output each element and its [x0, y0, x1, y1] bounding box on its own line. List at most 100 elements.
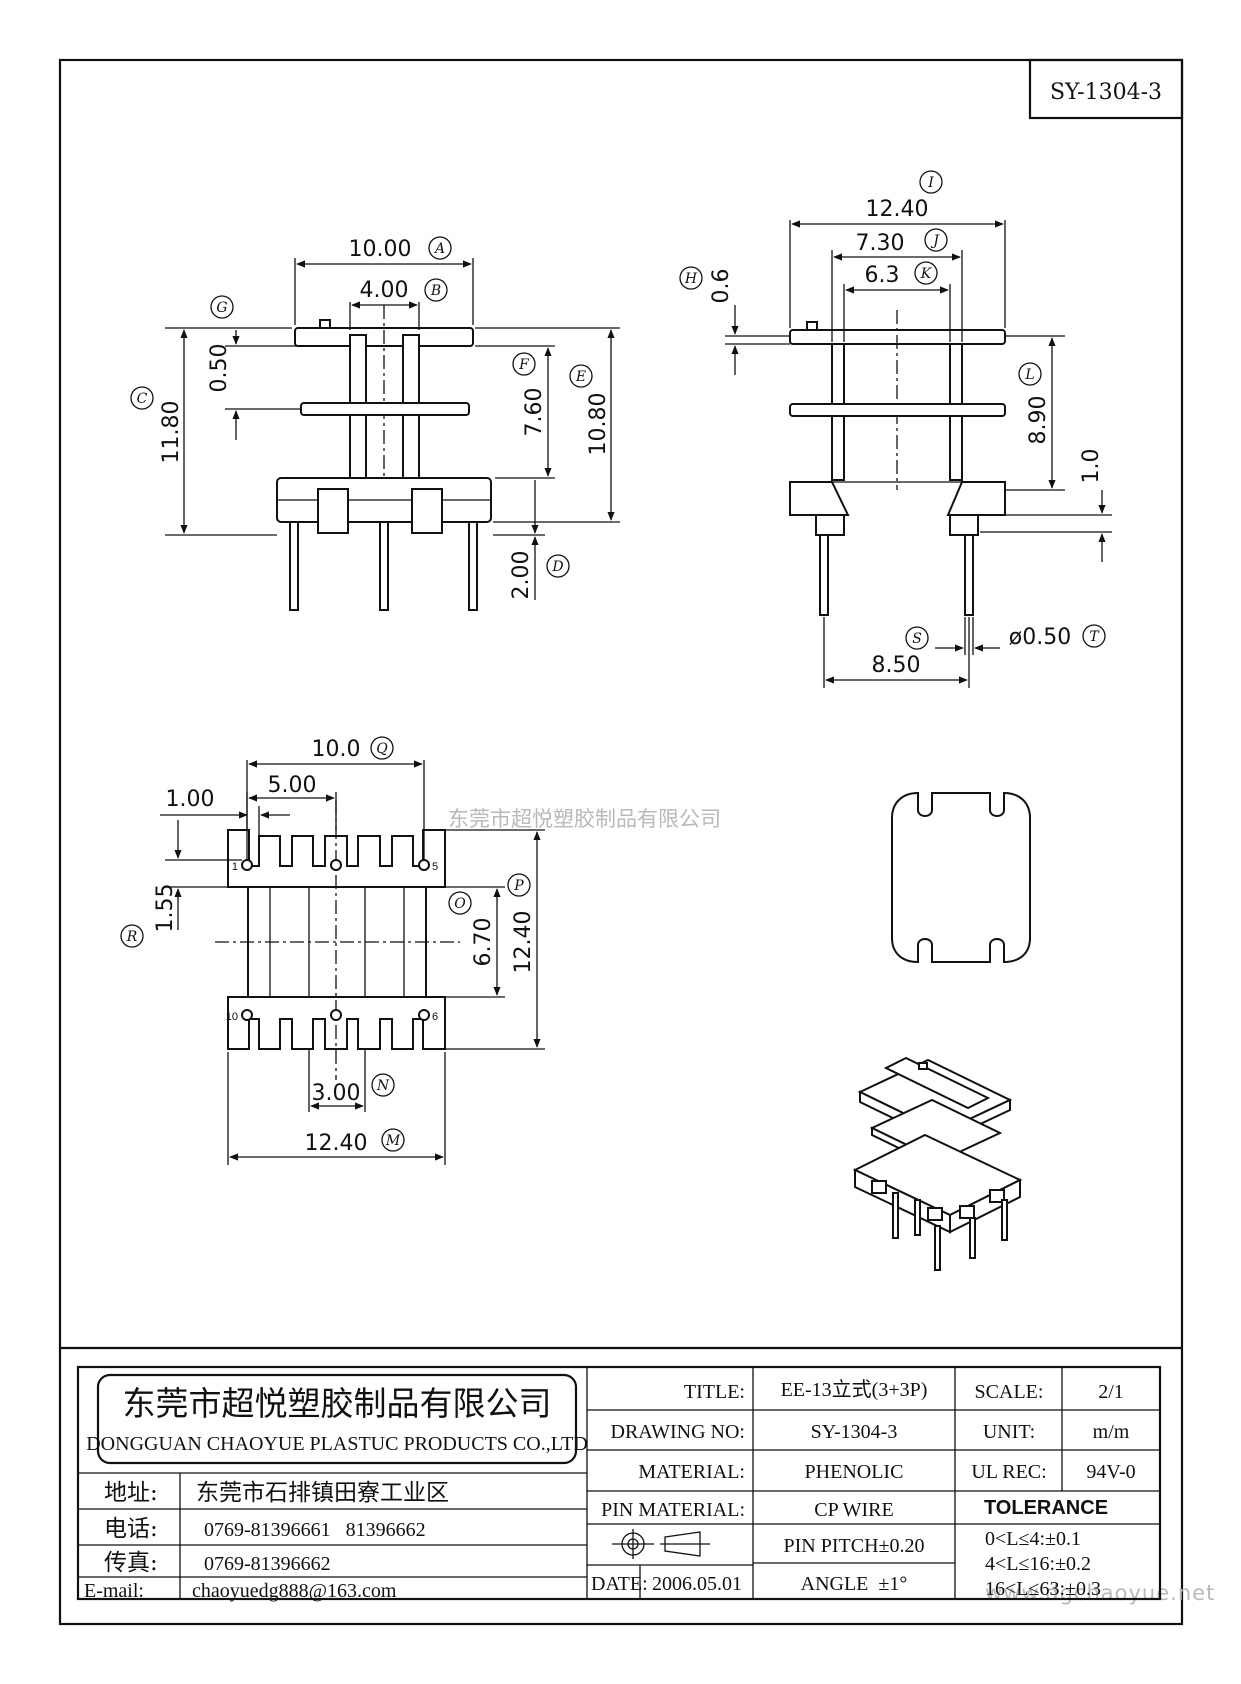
company-name-cn: 东莞市超悦塑胶制品有限公司 — [123, 1384, 552, 1423]
front-pin-right — [468, 521, 478, 611]
side-pin-left — [819, 534, 829, 616]
side-mid-flange — [789, 403, 1006, 417]
dim-o-value: 6.70 — [471, 918, 496, 967]
dim-q-value: 10.0 — [312, 737, 361, 762]
front-mid-flange — [300, 402, 470, 416]
dim-o-tag: O — [454, 896, 466, 912]
dim-c-tag: C — [137, 391, 148, 407]
iso-pin-2 — [934, 1225, 941, 1271]
dim-m-value: 12.40 — [305, 1131, 368, 1156]
dim-l-tag: L — [1024, 367, 1034, 383]
front-view: 10.00 A 4.00 B 11.80 C 0.50 G 7.60 F — [130, 236, 620, 611]
material-value: PHENOLIC — [805, 1461, 904, 1483]
phone-value: 0769-81396661 81396662 — [204, 1519, 426, 1541]
front-top-nub — [319, 319, 331, 329]
dim-r-tag: R — [126, 929, 138, 945]
dim-f-value: 7.60 — [522, 388, 547, 437]
iso-pin-4 — [1001, 1199, 1008, 1241]
dim-k-tag: K — [920, 266, 933, 282]
dim-t-tag: T — [1089, 629, 1100, 645]
company-name-en: DONGGUAN CHAOYUE PLASTUC PRODUCTS CO.,LT… — [86, 1433, 588, 1455]
dim-n-tag: N — [376, 1078, 390, 1094]
dim-1-0-value: 1.0 — [1079, 449, 1104, 484]
watermark-company: 东莞市超悦塑胶制品有限公司 — [448, 807, 721, 831]
dim-s-tag: S — [912, 631, 922, 647]
drawing-no-value: SY-1304-3 — [811, 1421, 898, 1443]
email-value: chaoyuedg888@163.com — [192, 1580, 397, 1602]
isometric-view — [852, 1056, 1023, 1271]
projection-symbol-icon — [612, 1529, 710, 1559]
dim-a-tag: A — [433, 241, 445, 257]
dim-i-tag: I — [927, 175, 934, 191]
sheet-border — [58, 58, 1184, 1626]
scale-label: SCALE: — [975, 1381, 1044, 1403]
pin-label-5: 5 — [432, 861, 438, 873]
dim-d-value: 2.00 — [509, 551, 534, 600]
watermark-site: www.dgchaoyue.net — [985, 1581, 1215, 1605]
dim-c-value: 11.80 — [159, 401, 184, 464]
side-view: 12.40 I 7.30 J 6.3 K 0.6 H 8.90 L — [679, 170, 1112, 688]
pin-label-10: 10 — [226, 1011, 238, 1023]
pin-material-label: PIN MATERIAL: — [601, 1499, 745, 1521]
dim-t-value: ø0.50 — [1009, 625, 1071, 650]
title-value: EE-13立式(3+3P) — [781, 1378, 928, 1401]
dim-m-tag: M — [385, 1133, 401, 1149]
iso-pin-5 — [914, 1199, 921, 1236]
dim-g-tag: G — [216, 300, 227, 316]
pin-label-6: 6 — [432, 1011, 438, 1023]
front-pin-mid — [379, 521, 389, 611]
tolerance-label: TOLERANCE — [984, 1497, 1108, 1519]
dim-p-value: 12.40 — [511, 911, 536, 974]
dim-h-value: 0.6 — [709, 269, 734, 304]
dim-j-value: 7.30 — [856, 231, 905, 256]
dim-g-value: 0.50 — [207, 344, 232, 393]
drawing-number: SY-1304-3 — [1050, 80, 1162, 105]
tolerance-line-2: 4<L≤16:±0.2 — [985, 1553, 1091, 1575]
title-block: 东莞市超悦塑胶制品有限公司 DONGGUAN CHAOYUE PLASTUC P… — [60, 1346, 1182, 1602]
dim-q-tag: Q — [376, 741, 388, 757]
angle: ANGLE ±1° — [801, 1573, 908, 1595]
pin-hole-6 — [418, 1009, 430, 1021]
unit-label: UNIT: — [983, 1421, 1035, 1443]
side-pin-right — [964, 534, 974, 616]
dim-f-tag: F — [518, 357, 530, 373]
tolerance-line-1: 0<L≤4:±0.1 — [985, 1528, 1081, 1550]
dim-e-value: 10.80 — [586, 393, 611, 456]
dim-r-value: 1.55 — [153, 884, 178, 933]
pin-hole-1 — [241, 859, 253, 871]
address-label: 地址: — [104, 1480, 158, 1506]
bottom-view: 1 5 10 6 10.0 Q 5.00 1.00 1.55 R 6.70 — [120, 736, 545, 1165]
iso-pin-1 — [892, 1192, 899, 1239]
dim-p-tag: P — [513, 878, 524, 894]
dim-b-tag: B — [430, 283, 441, 299]
tolerance-line-3: 16<L≤63:±0.3 — [985, 1578, 1101, 1600]
title-label: TITLE: — [684, 1381, 745, 1403]
ul-rec-label: UL REC: — [971, 1461, 1046, 1483]
pin-pitch: PIN PITCH±0.20 — [784, 1535, 925, 1557]
dim-l-value: 8.90 — [1026, 396, 1051, 445]
dim-s-value: 8.50 — [872, 653, 921, 678]
dim-1-00-value: 1.00 — [166, 787, 215, 812]
pin-label-1: 1 — [232, 861, 238, 873]
email-label: E-mail: — [84, 1580, 144, 1602]
front-pin-left — [289, 521, 299, 611]
dim-5-00-value: 5.00 — [268, 773, 317, 798]
dim-k-value: 6.3 — [865, 263, 900, 288]
flange-outline-view — [891, 791, 1031, 964]
dim-j-tag: J — [930, 233, 940, 249]
phone-label: 电话: — [104, 1516, 158, 1542]
material-label: MATERIAL: — [638, 1461, 745, 1483]
scale-value: 2/1 — [1098, 1381, 1124, 1403]
dim-d-tag: D — [551, 559, 563, 575]
address-value: 东莞市石排镇田寮工业区 — [196, 1480, 449, 1506]
date-value: 2006.05.01 — [652, 1573, 742, 1595]
ul-rec-value: 94V-0 — [1086, 1461, 1135, 1483]
fax-label: 传真: — [104, 1550, 158, 1576]
pin-hole-10 — [241, 1009, 253, 1021]
dim-h-tag: H — [684, 271, 698, 287]
iso-pin-3 — [969, 1217, 976, 1259]
drawing-no-label: DRAWING NO: — [611, 1421, 746, 1443]
unit-value: m/m — [1093, 1421, 1130, 1443]
dim-i-value: 12.40 — [866, 197, 929, 222]
